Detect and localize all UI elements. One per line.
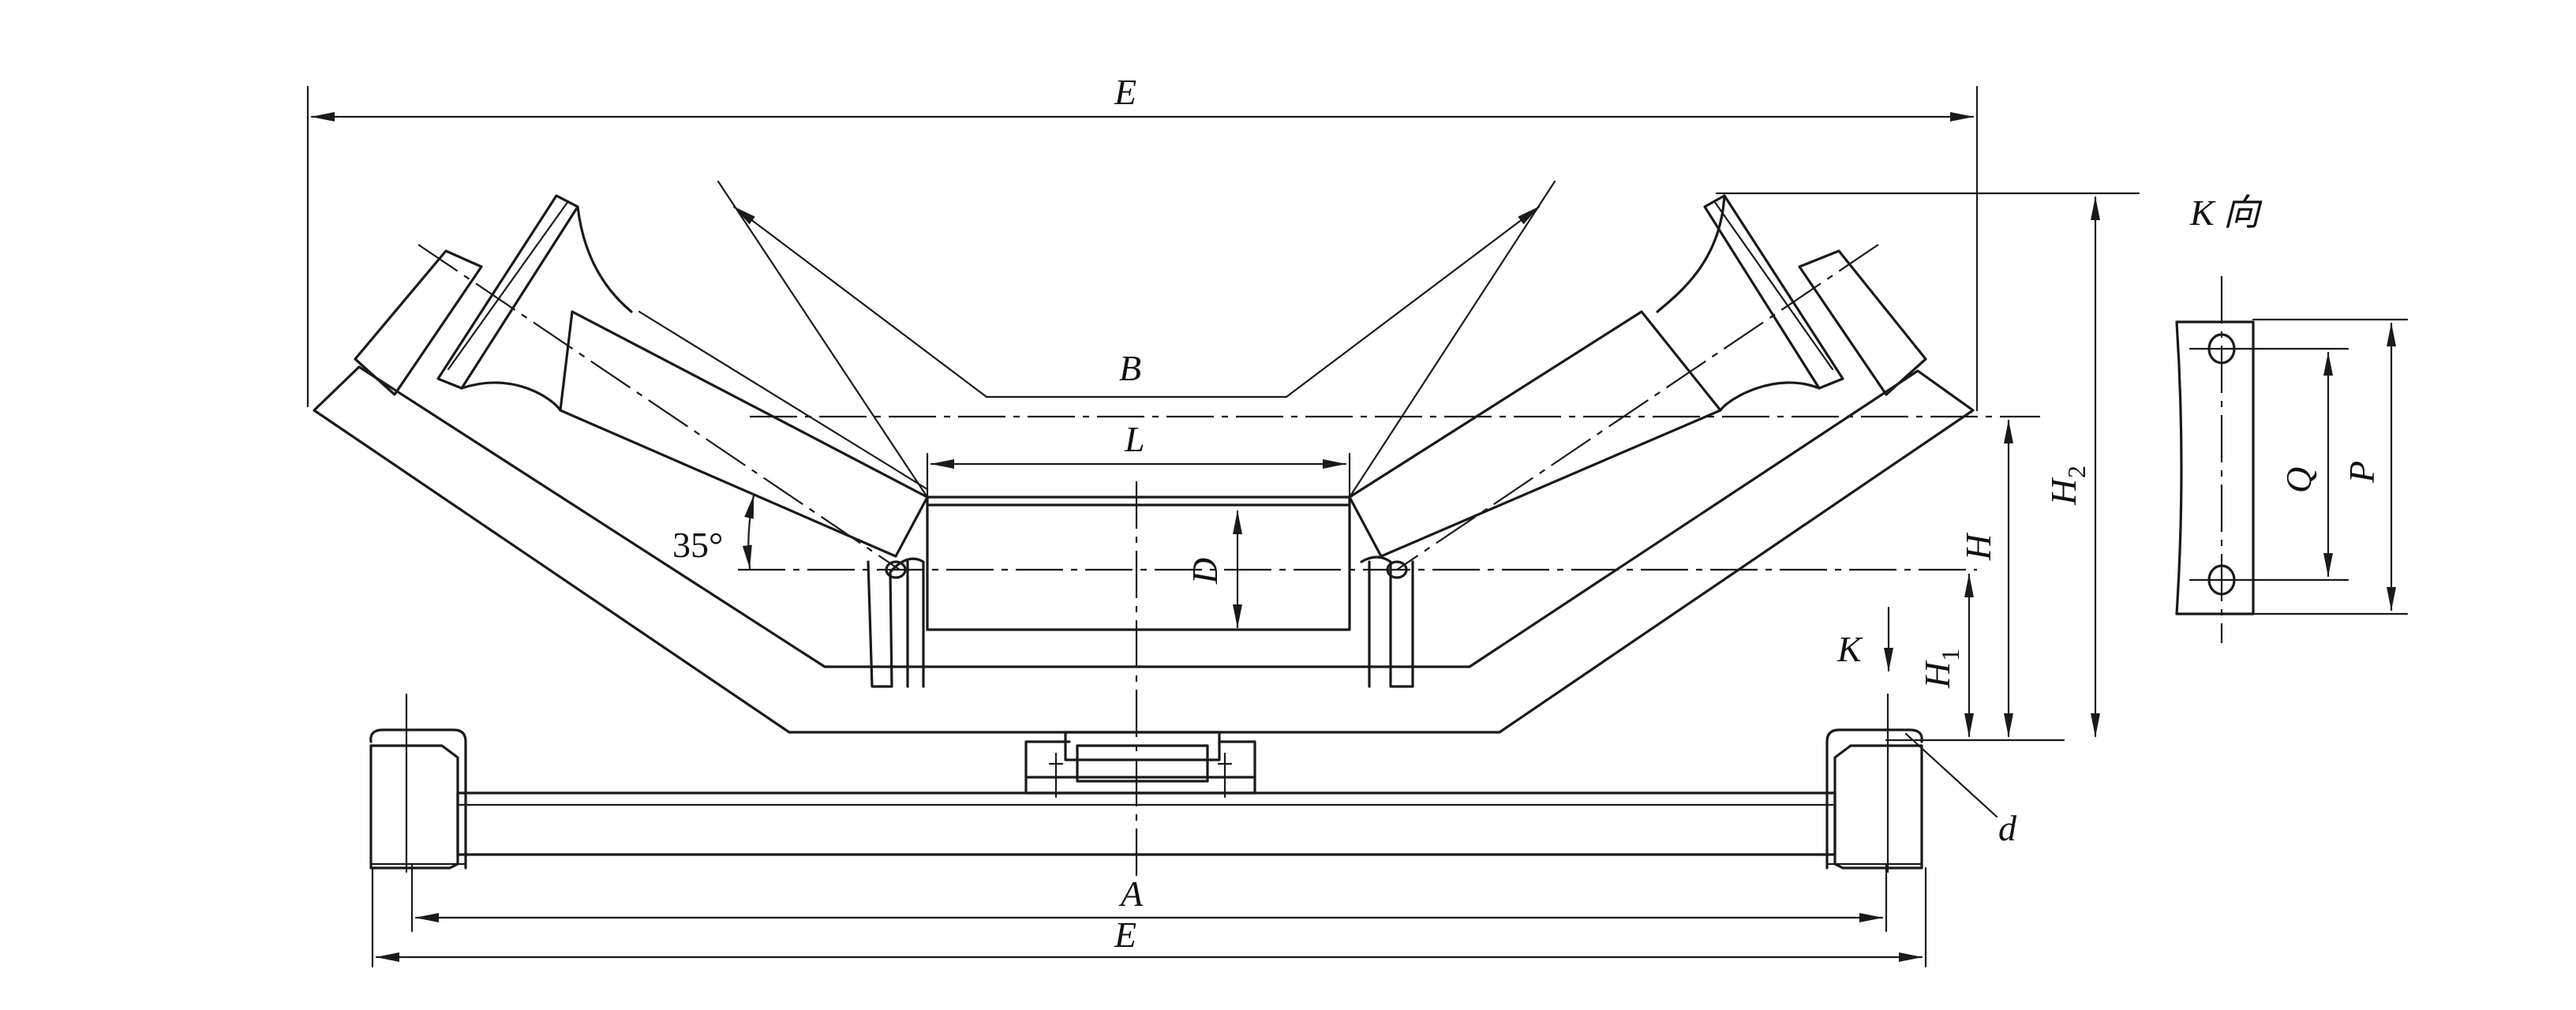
vertical-dimensions (1715, 192, 2140, 742)
label-l: L (1124, 419, 1145, 459)
label-k-arrow: K (1837, 629, 1863, 669)
label-a: A (1118, 873, 1144, 914)
label-d: D (1185, 558, 1225, 585)
bottom-dimensions (371, 862, 1927, 968)
right-end-bracket (1656, 194, 1927, 412)
label-h: H (1958, 532, 1998, 561)
label-p: P (2342, 461, 2382, 484)
label-h1-sub: 1 (1936, 649, 1964, 661)
label-h2: H 2 (2043, 466, 2091, 506)
center-roller (926, 496, 1351, 631)
left-end-bracket (354, 194, 633, 412)
centerlines (417, 244, 2040, 876)
label-b: B (1119, 348, 1141, 388)
left-wing-roller (559, 310, 929, 558)
d-leader (1904, 732, 1998, 818)
label-angle: 35° (672, 525, 723, 565)
dimension-e-top (306, 85, 1979, 412)
base-beam (369, 693, 1923, 873)
label-e-top: E (1114, 72, 1136, 112)
label-h1-main: H (1917, 660, 1957, 689)
right-wing-roller (1348, 310, 1722, 558)
k-view-plate (2175, 276, 2409, 643)
label-h2-main: H (2043, 477, 2084, 506)
label-h1: H 1 (1917, 649, 1964, 689)
label-h2-sub: 2 (2062, 466, 2091, 478)
label-q: Q (2278, 467, 2319, 493)
trough-frame (313, 365, 1975, 734)
center-mount (1024, 731, 1256, 799)
label-e-bottom: E (1114, 915, 1136, 955)
angle-35 (742, 494, 755, 570)
label-d-leader: d (1998, 808, 2017, 848)
label-k-view: K 向 (2189, 193, 2263, 233)
dimension-b (717, 180, 1556, 499)
dimension-l (926, 452, 1351, 507)
